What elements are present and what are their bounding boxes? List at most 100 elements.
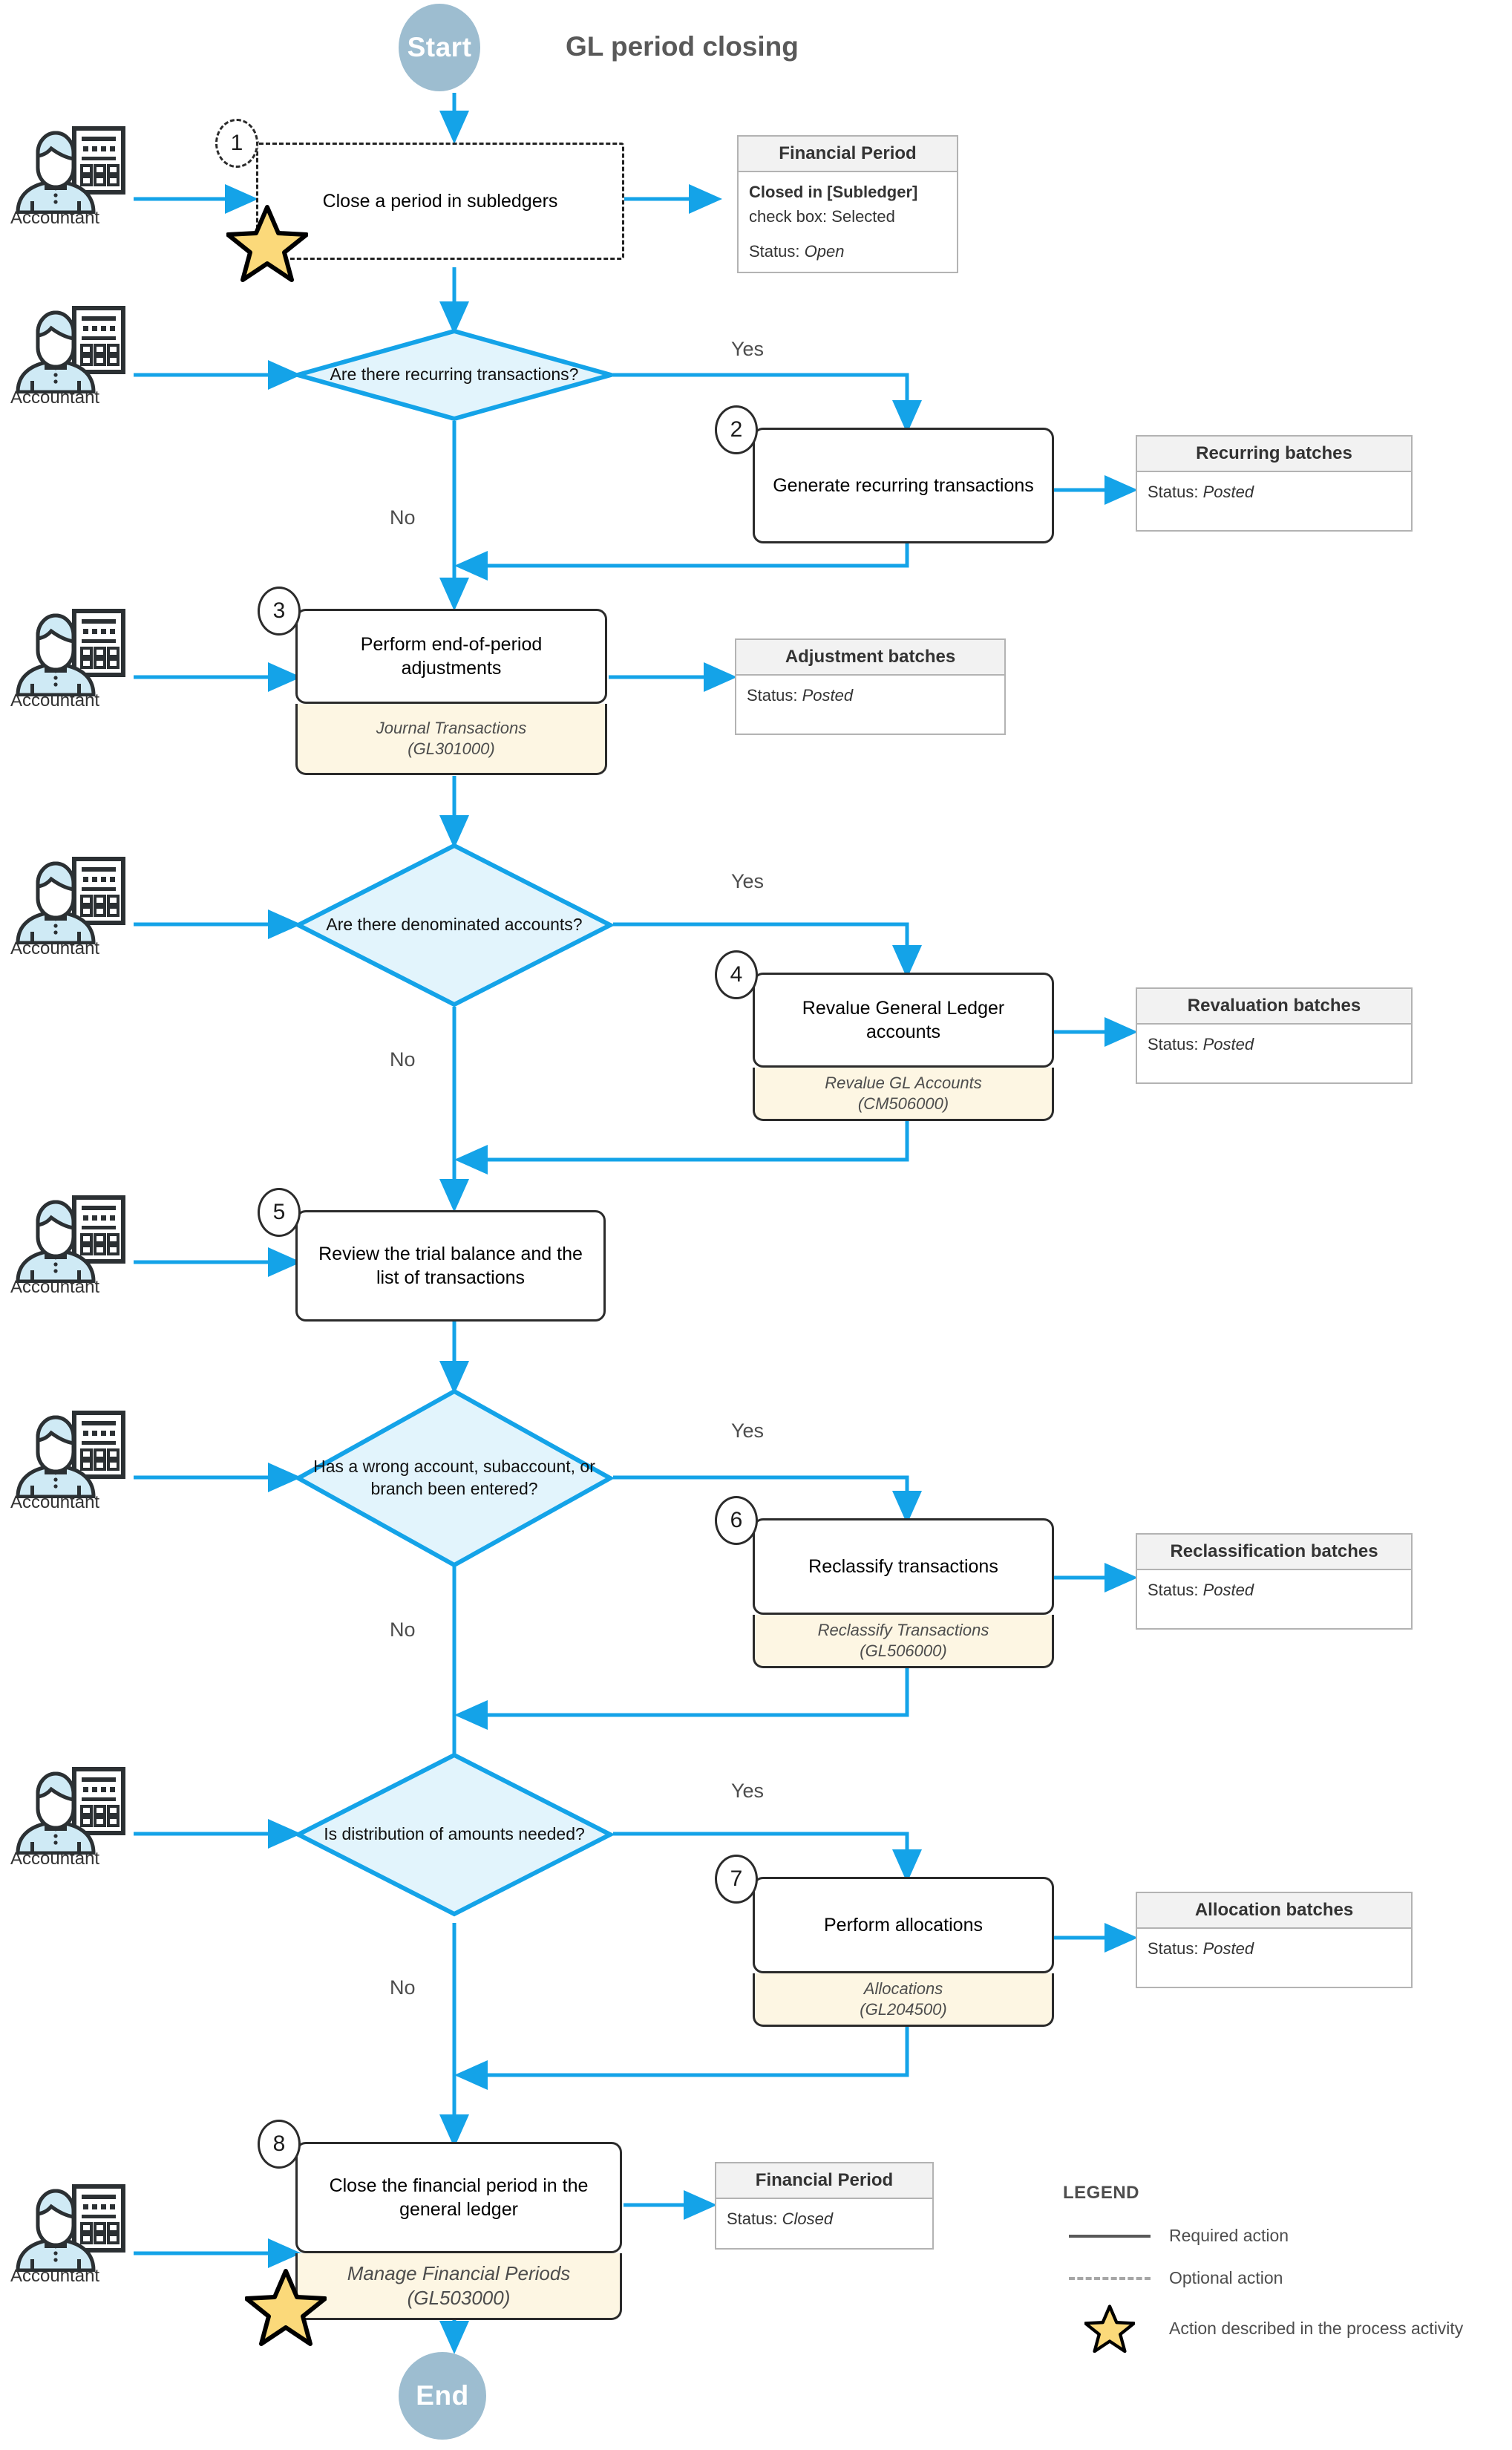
edge-label-no-2: No — [390, 1048, 416, 1071]
step-number: 8 — [272, 2132, 286, 2156]
screen-id: (CM506000) — [857, 1094, 949, 1113]
card-body: Status: Posted — [1137, 1929, 1411, 1968]
step-node-3[interactable]: Perform end-of-period adjustments — [295, 609, 607, 704]
diamond-shape — [293, 1388, 615, 1568]
step-badge-3: 3 — [258, 587, 301, 636]
legend-item-optional: Optional action — [1063, 2268, 1463, 2288]
step-screen-3[interactable]: Journal Transactions (GL301000) — [295, 704, 607, 775]
step-node-1[interactable]: Close a period in subledgers — [256, 143, 624, 260]
decision-label: Are there denominated accounts? — [326, 915, 583, 935]
legend-item-label: Action described in the process activity — [1169, 2319, 1464, 2338]
accountant-icon — [16, 306, 125, 394]
diamond-shape — [293, 1752, 615, 1917]
step-label: Review the trial balance and the list of… — [318, 1244, 583, 1288]
decision-label: Is distribution of amounts needed? — [324, 1824, 585, 1844]
screen-name: Reclassify Transactions — [817, 1621, 989, 1639]
step-badge-4: 4 — [715, 950, 758, 999]
edge-label-no-3: No — [390, 1618, 416, 1641]
card-status-value: Closed — [782, 2209, 834, 2228]
card-body: Closed in [Subledger] check box: Selecte… — [739, 172, 957, 271]
accountant-icon — [16, 126, 125, 215]
edge-label-yes-2: Yes — [731, 870, 765, 892]
step-badge-6: 6 — [715, 1496, 758, 1545]
card-body: Status: Posted — [1137, 472, 1411, 512]
card-status-value: Posted — [1202, 1939, 1254, 1958]
card-plain-line: check box: Selected — [749, 207, 895, 226]
step-number: 4 — [730, 962, 743, 987]
actor-label: Accountant — [10, 388, 100, 408]
step-label: Perform allocations — [824, 1915, 983, 1936]
entity-card-adjustment-batches: Adjustment batches Status: Posted — [735, 638, 1006, 735]
step-screen-7[interactable]: Allocations (GL204500) — [753, 1973, 1054, 2027]
card-title: Allocation batches — [1137, 1893, 1411, 1929]
step-screen-4[interactable]: Revalue GL Accounts (CM506000) — [753, 1068, 1054, 1121]
accountant-icon — [16, 1767, 125, 1855]
actor-accountant-6: Accountant — [10, 1409, 129, 1512]
step-label: Generate recurring transactions — [773, 475, 1034, 496]
step-node-4[interactable]: Revalue General Ledger accounts — [753, 973, 1054, 1068]
card-body: Status: Posted — [1137, 1570, 1411, 1610]
card-status-value: Posted — [1202, 1581, 1254, 1599]
step-badge-1: 1 — [215, 119, 258, 168]
card-body: Status: Closed — [716, 2199, 932, 2238]
step-badge-5: 5 — [258, 1188, 301, 1237]
legend-item-label: Required action — [1169, 2226, 1289, 2245]
star-icon — [245, 2269, 327, 2346]
step-node-2[interactable]: Generate recurring transactions — [753, 428, 1054, 543]
actor-accountant-1: Accountant — [10, 125, 129, 228]
screen-name: Allocations — [863, 1979, 943, 1998]
accountant-icon — [16, 1195, 125, 1284]
step-label: Close a period in subledgers — [322, 191, 558, 212]
legend-item-required: Required action — [1063, 2226, 1463, 2246]
step-label: Close the financial period in the genera… — [329, 2175, 589, 2220]
screen-id: (GL301000) — [408, 739, 495, 758]
solid-line-icon — [1063, 2234, 1156, 2238]
actor-accountant-3: Accountant — [10, 607, 129, 710]
decision-node-recurring-transactions[interactable]: Are there recurring transactions? — [289, 328, 620, 422]
step-node-6[interactable]: Reclassify transactions — [753, 1518, 1054, 1615]
step-label: Reclassify transactions — [808, 1556, 998, 1577]
legend-item-star: Action described in the process activity — [1063, 2304, 1463, 2353]
actor-accountant-8: Accountant — [10, 2183, 129, 2286]
card-status-label: Status: — [1148, 1939, 1199, 1958]
step-badge-2: 2 — [715, 405, 758, 454]
decision-node-denominated-accounts[interactable]: Are there denominated accounts? — [293, 843, 615, 1007]
step-screen-8[interactable]: Manage Financial Periods (GL503000) — [295, 2253, 622, 2320]
end-label: End — [416, 2380, 469, 2411]
actor-accountant-5: Accountant — [10, 1194, 129, 1297]
legend: LEGEND Required action Optional action A… — [1063, 2183, 1463, 2353]
step-node-7[interactable]: Perform allocations — [753, 1877, 1054, 1973]
accountant-icon — [16, 609, 125, 697]
card-status-value: Posted — [802, 686, 854, 705]
accountant-icon — [16, 1411, 125, 1499]
step-badge-8: 8 — [258, 2120, 301, 2169]
actor-accountant-7: Accountant — [10, 1765, 129, 1869]
diamond-shape — [293, 843, 615, 1007]
step-node-5[interactable]: Review the trial balance and the list of… — [295, 1210, 606, 1322]
card-title: Reclassification batches — [1137, 1535, 1411, 1570]
legend-title: LEGEND — [1063, 2183, 1140, 2203]
decision-node-wrong-account[interactable]: Has a wrong account, subaccount, or bran… — [293, 1388, 615, 1568]
screen-name: Manage Financial Periods — [347, 2262, 571, 2284]
start-label: Start — [407, 32, 472, 62]
step-label: Revalue General Ledger accounts — [802, 998, 1005, 1042]
star-icon — [1063, 2304, 1156, 2353]
step-node-8[interactable]: Close the financial period in the genera… — [295, 2142, 622, 2253]
entity-card-revaluation-batches: Revaluation batches Status: Posted — [1136, 987, 1413, 1084]
diagram-title: GL period closing — [566, 31, 799, 62]
actor-label: Accountant — [10, 690, 100, 710]
card-status-label: Status: — [727, 2209, 778, 2228]
card-status-label: Status: — [749, 242, 800, 261]
actor-accountant-2: Accountant — [10, 304, 129, 408]
actor-label: Accountant — [10, 1492, 100, 1512]
card-title: Recurring batches — [1137, 437, 1411, 472]
step-screen-6[interactable]: Reclassify Transactions (GL506000) — [753, 1615, 1054, 1668]
step-number: 5 — [272, 1200, 286, 1224]
step-number: 1 — [230, 131, 243, 155]
edge-label-yes-4: Yes — [731, 1780, 765, 1802]
screen-id: (GL506000) — [860, 1641, 947, 1660]
card-status-label: Status: — [1148, 1035, 1199, 1054]
decision-node-distribution[interactable]: Is distribution of amounts needed? — [293, 1752, 615, 1917]
card-title: Financial Period — [739, 137, 957, 172]
